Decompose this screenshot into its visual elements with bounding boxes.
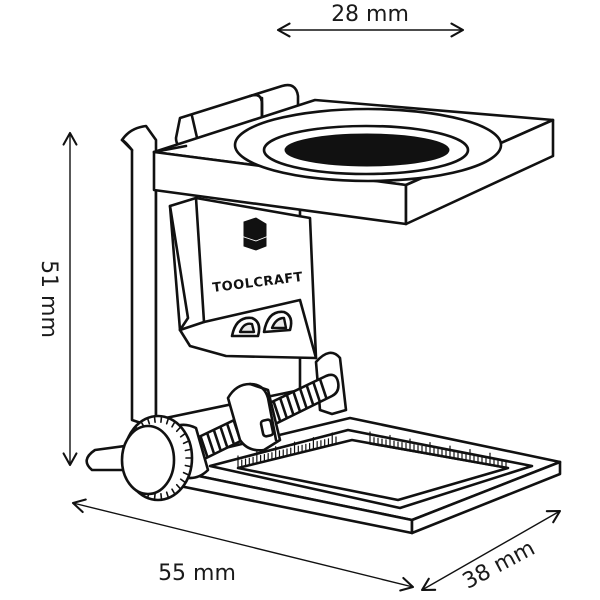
- lens-head: [152, 98, 555, 226]
- rod-thread: [292, 391, 302, 413]
- rod-thread: [199, 436, 209, 457]
- lens-head-right: [404, 118, 555, 226]
- rod-thread: [279, 397, 288, 419]
- knob-knurl-tick: [179, 432, 187, 438]
- left-ruler-ticks: [237, 432, 337, 469]
- lens-inner-ring: [262, 124, 470, 176]
- slider-screw: [259, 418, 275, 438]
- rod-thread: [219, 426, 229, 448]
- base-right-edge: [410, 460, 562, 535]
- left-ruler-scale: [237, 432, 337, 469]
- dimension-height: 51 mm: [36, 131, 78, 467]
- base-length-label: 55 mm: [158, 561, 236, 586]
- knob-knurl-tick: [153, 493, 156, 501]
- rod-thread: [206, 432, 215, 454]
- right-ruler-scale: [369, 431, 507, 469]
- height-label: 51 mm: [36, 260, 61, 338]
- led-lights: [230, 310, 293, 338]
- slider-carriage: [226, 382, 282, 452]
- knob-knurl-tick: [179, 478, 187, 484]
- brand-block-lower-panel: [202, 298, 318, 360]
- dimension-base-depth: 38 mm: [420, 509, 562, 595]
- top-width-label: 28 mm: [331, 2, 409, 27]
- slider-edge: [248, 382, 278, 442]
- dimension-base-length: 55 mm: [71, 498, 415, 592]
- brand-block-left-edge: [168, 204, 190, 332]
- rod-thread: [299, 388, 308, 410]
- rod-thread: [226, 423, 235, 445]
- toolcraft-logo-icon: [243, 217, 267, 251]
- brand-block: TOOLCRAFT: [168, 196, 318, 360]
- knob-face: [120, 424, 176, 496]
- knob-knurl-tick: [184, 448, 193, 452]
- base-length-arrow: [71, 498, 415, 592]
- rod-thread: [212, 429, 222, 451]
- right-ruler-ticks: [369, 431, 507, 469]
- lens-glass: [284, 133, 450, 167]
- knob-knurl-tick: [165, 417, 170, 425]
- base-depth-arrow: [420, 509, 562, 592]
- rod-thread: [312, 382, 322, 403]
- led-left-lens: [238, 322, 256, 334]
- led-right-lens: [270, 316, 288, 330]
- knob-knurl-tick: [184, 464, 193, 468]
- rod-thread: [305, 385, 315, 406]
- knob-knurl-tick: [160, 415, 163, 423]
- logo-bottom: [243, 237, 267, 251]
- rod-thread: [319, 378, 328, 400]
- knob-knurl-tick: [165, 491, 170, 499]
- focus-knob[interactable]: [120, 414, 210, 502]
- knob-knurl-tick: [160, 493, 163, 501]
- knob-knurl-tick: [182, 440, 190, 445]
- logo-top: [243, 217, 267, 241]
- knob-knurl-tick: [175, 483, 182, 491]
- knob-knurl-tick: [171, 420, 176, 428]
- lens-head-hinge-joint: [152, 144, 188, 154]
- knob-knurl-tick: [175, 425, 182, 433]
- knob-knurl-tick: [153, 415, 156, 423]
- dimension-top-width: 28 mm: [276, 2, 465, 38]
- rod-thread: [285, 394, 295, 416]
- knob-knurl-tick: [171, 488, 176, 496]
- base-depth-label: 38 mm: [459, 536, 539, 595]
- knob-knurl-tick: [182, 471, 190, 476]
- knob-knurl-tick: [146, 417, 151, 425]
- left-post: [120, 124, 158, 426]
- left-post-curve: [120, 138, 134, 152]
- rod-thread: [272, 401, 282, 422]
